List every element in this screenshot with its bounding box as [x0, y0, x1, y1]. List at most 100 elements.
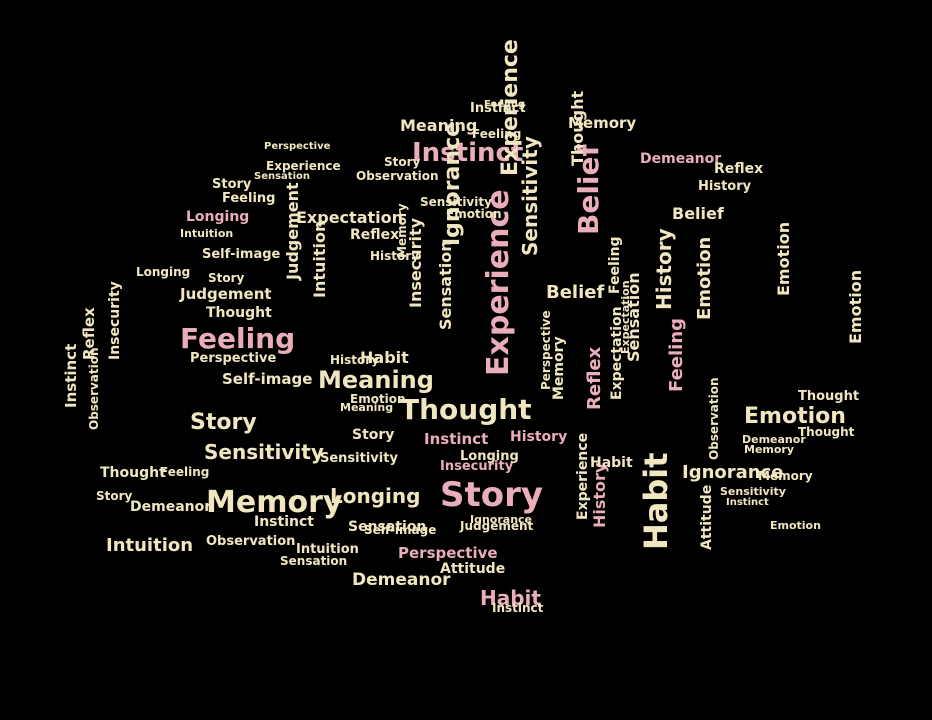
cloud-word: Feeling	[160, 465, 210, 479]
cloud-word: Insecurity	[440, 459, 514, 474]
cloud-word: Belief	[546, 282, 605, 303]
cloud-word: Judgement	[283, 182, 302, 280]
cloud-word: Memory	[395, 203, 409, 258]
cloud-word: Demeanor	[742, 433, 806, 446]
cloud-word: History	[590, 462, 609, 528]
cloud-word: Feeling	[222, 191, 276, 206]
cloud-word: Story	[384, 155, 421, 169]
cloud-word: Attitude	[440, 561, 506, 577]
cloud-word: Expectation	[619, 280, 632, 354]
cloud-word: Thought	[798, 389, 860, 404]
cloud-word: Reflex	[350, 227, 400, 243]
cloud-word: Insecurity	[107, 281, 123, 360]
cloud-word: Thought	[206, 305, 272, 321]
cloud-word: History	[698, 179, 752, 194]
cloud-word: Observation	[707, 377, 721, 460]
cloud-word: Judgement	[460, 519, 534, 533]
cloud-word: Emotion	[446, 207, 502, 221]
cloud-word: Reflex	[80, 307, 98, 360]
cloud-word: Instinct	[412, 138, 524, 168]
cloud-word: Intuition	[296, 542, 359, 557]
cloud-word: Meaning	[340, 401, 394, 414]
cloud-word: Instinct	[424, 430, 489, 448]
cloud-word: Instinct	[62, 343, 80, 408]
cloud-word: Emotion	[774, 221, 793, 296]
cloud-word: Story	[208, 271, 245, 285]
cloud-word: Instinct	[470, 101, 526, 116]
cloud-word: Sensitivity	[320, 451, 398, 466]
cloud-word: Intuition	[106, 535, 194, 556]
cloud-word: Sensitivity	[720, 485, 786, 498]
cloud-word: Emotion	[770, 519, 821, 532]
cloud-word: Emotion	[744, 404, 846, 429]
cloud-word: Longing	[460, 449, 519, 464]
cloud-word: Instinct	[254, 514, 314, 530]
cloud-word: Habit	[590, 455, 633, 471]
cloud-word: Perspective	[190, 351, 277, 366]
cloud-word: Self-image	[364, 523, 437, 537]
cloud-word: Emotion	[694, 236, 715, 320]
cloud-word: Attitude	[699, 484, 715, 550]
cloud-word: Sensation	[348, 519, 427, 535]
cloud-word: Perspective	[264, 141, 331, 152]
cloud-word: Feeling	[472, 127, 522, 141]
cloud-word: Demeanor	[130, 499, 212, 515]
cloud-word: Ignorance	[682, 462, 784, 483]
cloud-word: Ignorance	[470, 513, 533, 526]
cloud-word: Story	[96, 489, 133, 503]
cloud-word: Memory	[551, 336, 567, 400]
cloud-word: Memory	[206, 485, 343, 520]
cloud-word: Experience	[575, 432, 591, 520]
cloud-word: Intuition	[310, 220, 329, 298]
cloud-word: Habit	[360, 348, 409, 367]
cloud-word: Feeling	[666, 317, 687, 392]
cloud-word: Ignorance	[440, 121, 465, 246]
cloud-word: Thought	[100, 465, 166, 481]
cloud-word: Experience	[266, 159, 341, 173]
cloud-word: Story	[212, 177, 252, 192]
cloud-word: Thought	[400, 393, 532, 426]
cloud-word: Sensation	[436, 240, 455, 330]
cloud-word: Intuition	[180, 227, 234, 240]
cloud-word: Meaning	[318, 366, 434, 394]
cloud-word: Longing	[330, 484, 421, 508]
cloud-word: Thought	[568, 90, 587, 166]
cloud-word: Story	[440, 475, 544, 515]
cloud-word: Feeling	[484, 99, 526, 110]
cloud-word: Longing	[186, 209, 250, 225]
cloud-word: Habit	[637, 452, 675, 550]
cloud-word: Perspective	[398, 544, 498, 562]
cloud-word: Reflex	[584, 346, 605, 410]
cloud-word: Emotion	[350, 392, 406, 406]
cloud-word: Expectation	[296, 208, 403, 227]
cloud-word: Belief	[672, 204, 724, 223]
cloud-word: Demeanor	[352, 570, 451, 590]
cloud-word: Emotion	[846, 269, 865, 344]
cloud-word: Instinct	[492, 601, 544, 615]
cloud-word: Observation	[206, 534, 296, 549]
cloud-word: Observation	[356, 169, 439, 183]
cloud-word: Sensitivity	[518, 136, 542, 256]
cloud-word: Judgement	[180, 285, 272, 303]
cloud-word: Instinct	[726, 497, 769, 508]
cloud-word: Thought	[798, 425, 855, 439]
cloud-word: Habit	[480, 586, 541, 610]
cloud-word: Meaning	[400, 116, 478, 135]
cloud-word: Sensitivity	[204, 440, 324, 464]
cloud-word: Feeling	[180, 322, 296, 355]
cloud-word: Self-image	[202, 247, 281, 262]
cloud-word: Sensitivity	[420, 195, 492, 209]
cloud-word: History	[330, 353, 380, 367]
cloud-word: Longing	[136, 265, 191, 279]
cloud-word: Sensation	[254, 171, 311, 182]
cloud-word: History	[370, 249, 420, 263]
cloud-word: Memory	[758, 469, 813, 483]
cloud-word: Story	[352, 427, 395, 443]
cloud-word: History	[652, 228, 676, 310]
cloud-word: Story	[190, 410, 257, 435]
cloud-word: Self-image	[222, 370, 313, 388]
cloud-word: Demeanor	[640, 151, 722, 167]
cloud-word: Memory	[744, 443, 795, 456]
